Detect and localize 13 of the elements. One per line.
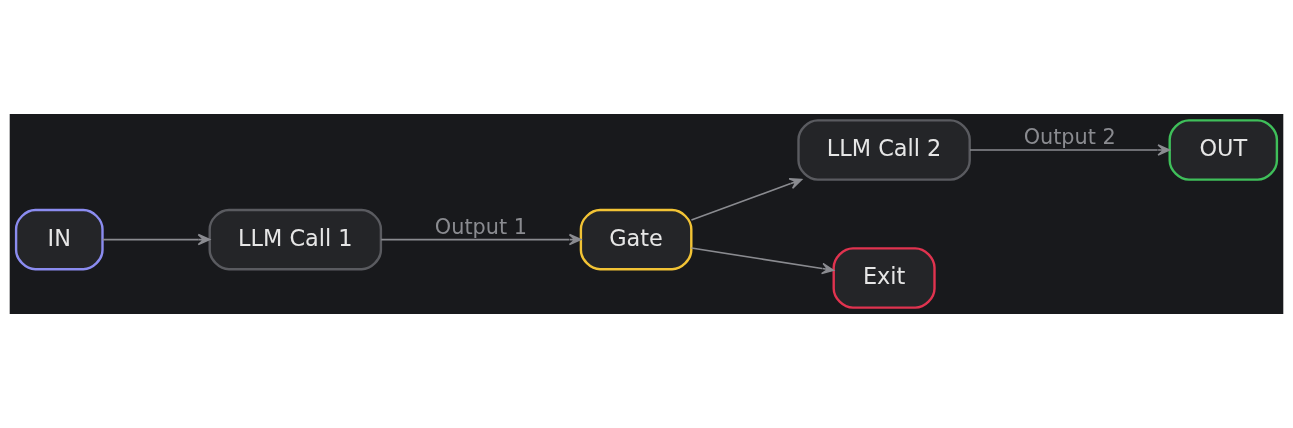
- node-box: Exit: [832, 247, 936, 309]
- node-box: Gate: [579, 208, 693, 271]
- node-box: OUT: [1168, 119, 1279, 181]
- edge-label: Output 1: [434, 214, 527, 239]
- arrow: [969, 144, 1171, 156]
- edge-label: Output 2: [1023, 125, 1116, 150]
- arrow: [690, 178, 803, 221]
- arrow: [101, 233, 211, 246]
- node-box: LLM Call 1: [208, 208, 383, 271]
- node-box: IN: [14, 208, 104, 271]
- arrow: [380, 233, 582, 246]
- node-box: LLM Call 2: [797, 119, 971, 181]
- arrow: [690, 247, 835, 275]
